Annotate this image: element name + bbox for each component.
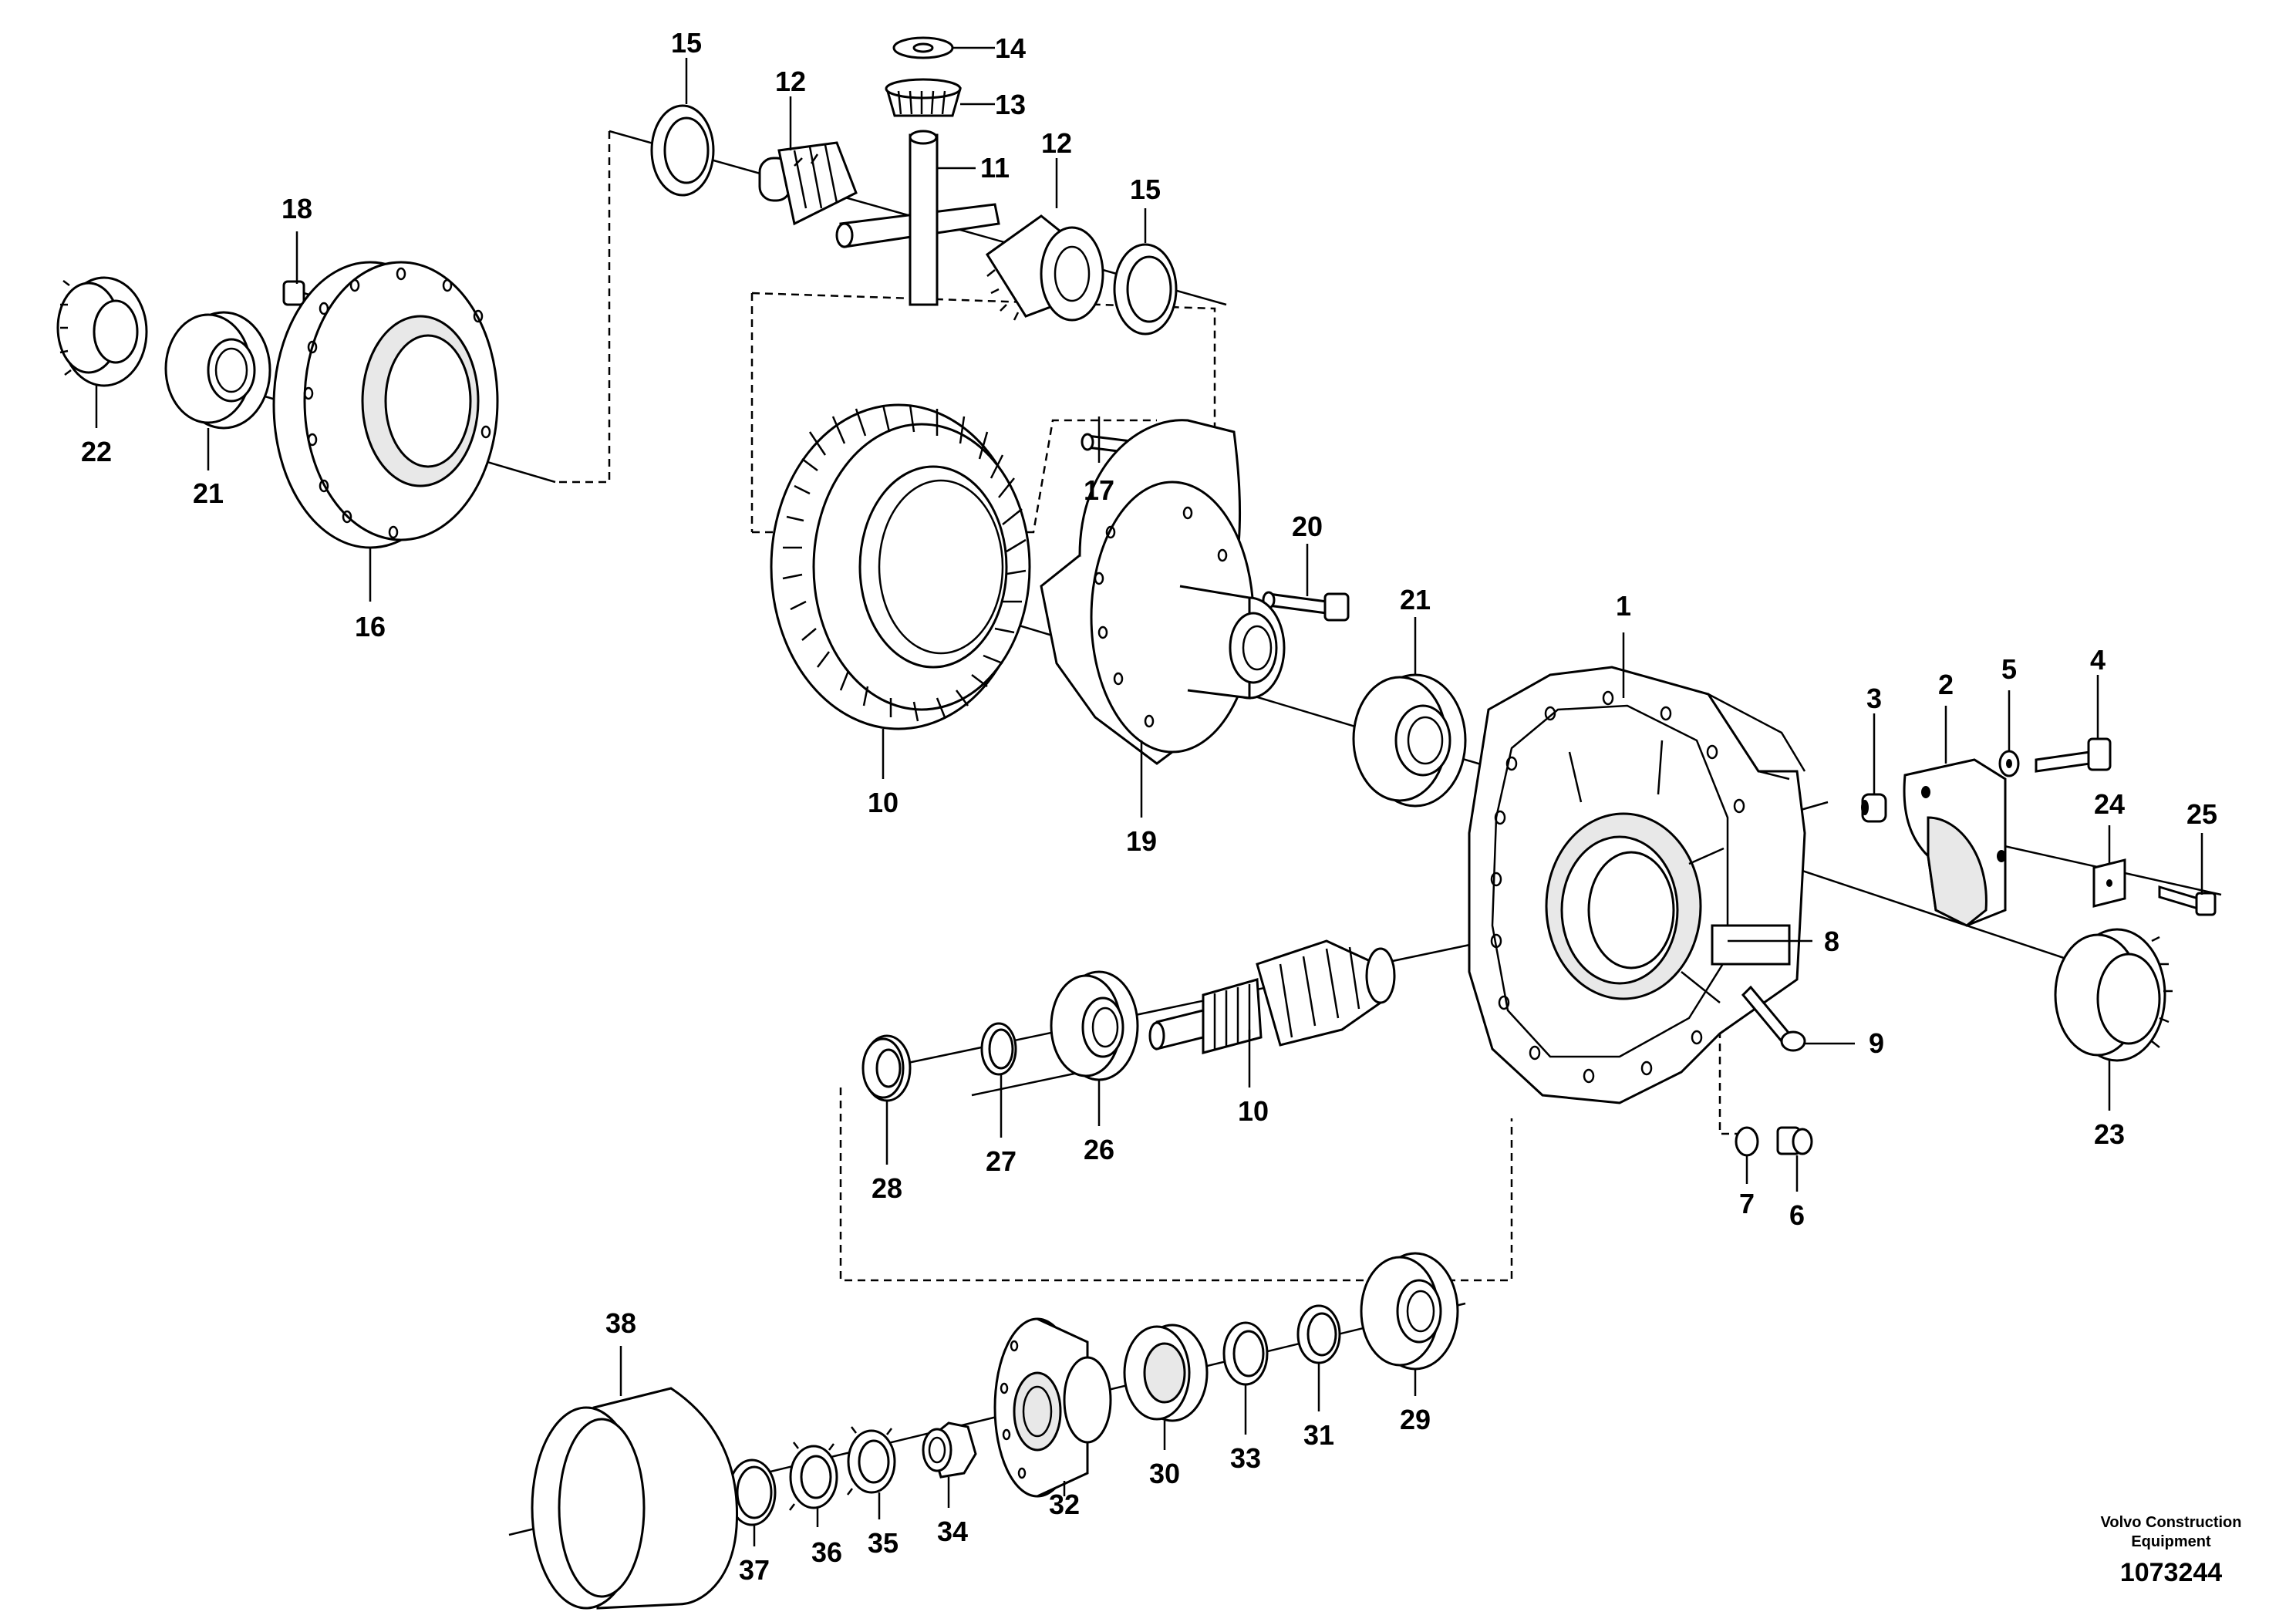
part-15-thrust-washer-right [1113,243,1178,336]
part-10-ring-gear [770,403,1031,730]
callout-labels: 15 12 14 13 11 12 15 18 22 21 16 17 20 1… [81,27,2217,1586]
callout-26: 26 [1084,1134,1114,1165]
part-1-axle-housing [1468,666,1806,1104]
part-21-bearing-left [164,311,271,430]
part-4-bolt [2035,737,2112,773]
part-12-pinion-gear-left [758,141,858,226]
callout-30: 30 [1149,1458,1180,1489]
part-10-pinion-shaft [1148,939,1396,1054]
footer-block: Volvo Construction Equipment 1073244 [2101,1514,2242,1587]
part-32-flange [993,1317,1112,1498]
callout-12-left: 12 [775,66,806,97]
callout-32: 32 [1049,1489,1080,1520]
callout-10-pinion: 10 [1238,1095,1269,1127]
callout-35: 35 [868,1527,899,1559]
part-34-nut [922,1421,977,1479]
callout-31: 31 [1303,1419,1334,1451]
callout-16: 16 [355,611,386,642]
callout-34: 34 [937,1516,968,1547]
part-29-bearing [1360,1252,1459,1371]
part-20-bolt [1262,591,1350,622]
part-5-washer [1998,750,2020,777]
part-3-sleeve [1861,793,1887,823]
callout-15-right: 15 [1130,174,1161,205]
part-36-lock-washer [789,1442,838,1511]
callout-23: 23 [2094,1118,2125,1150]
callout-4: 4 [2090,644,2106,676]
callout-19: 19 [1126,825,1157,857]
callout-3: 3 [1866,683,1882,714]
callout-25: 25 [2186,798,2217,830]
callout-2: 2 [1938,669,1954,700]
callout-14: 14 [995,32,1026,64]
part-27-shim [980,1022,1017,1076]
part-37-circlip [727,1458,777,1526]
part-11-cross-pin [835,130,1000,306]
callout-18: 18 [282,193,312,224]
part-16-carrier-half [272,261,499,549]
callout-9: 9 [1869,1027,1884,1059]
callout-24: 24 [2094,788,2125,820]
callout-21-left: 21 [193,477,224,509]
callout-29: 29 [1400,1404,1431,1435]
part-9-bolt [1741,985,1806,1052]
callout-17: 17 [1084,474,1114,506]
part-26-bearing [1050,970,1139,1081]
callout-5: 5 [2001,653,2017,685]
leader-lines [95,58,2203,1546]
callout-28: 28 [872,1172,902,1204]
callout-37: 37 [739,1554,770,1586]
part-30-seal [1123,1324,1209,1422]
part-2-bearing-cap [1903,758,2007,927]
part-12-pinion-gear-right [985,214,1104,322]
part-24-lock-plate [2092,858,2126,908]
callout-11: 11 [980,152,1010,184]
callout-1: 1 [1616,590,1631,622]
part-6-plug [1776,1126,1813,1155]
document-number: 1073244 [2120,1558,2222,1587]
part-19-carrier-half [1040,419,1286,765]
brand-line-1: Volvo Construction [2101,1514,2242,1531]
part-25-screw [2158,885,2217,916]
callout-33: 33 [1230,1442,1261,1474]
part-31-shim [1296,1304,1341,1364]
part-28-spacer [861,1034,912,1102]
part-35-lock-washer [847,1426,896,1496]
callout-7: 7 [1739,1188,1755,1219]
part-7-o-ring [1735,1126,1759,1157]
callout-20: 20 [1292,511,1323,542]
callout-22: 22 [81,436,112,467]
callout-21-center: 21 [1400,584,1431,615]
callout-38: 38 [605,1307,636,1339]
part-14-thrust-washer-top [892,36,995,59]
callout-12-right: 12 [1041,127,1072,159]
part-22-adjusting-ring [56,276,148,387]
callout-13: 13 [995,89,1026,120]
callout-6: 6 [1789,1199,1805,1231]
part-21-bearing-center [1352,673,1467,808]
part-23-adjusting-ring [2054,928,2173,1062]
callout-10-ring-gear: 10 [868,787,899,818]
callout-27: 27 [986,1145,1017,1177]
part-15-thrust-washer-left [650,104,715,197]
callout-15-left: 15 [671,27,702,59]
part-38-cover-ring [531,1387,739,1610]
brand-line-2: Equipment [2131,1533,2211,1550]
callout-8: 8 [1824,926,1839,957]
part-33-shim [1222,1321,1269,1386]
callout-36: 36 [811,1536,842,1568]
part-13-pinion-gear-top [885,78,995,117]
